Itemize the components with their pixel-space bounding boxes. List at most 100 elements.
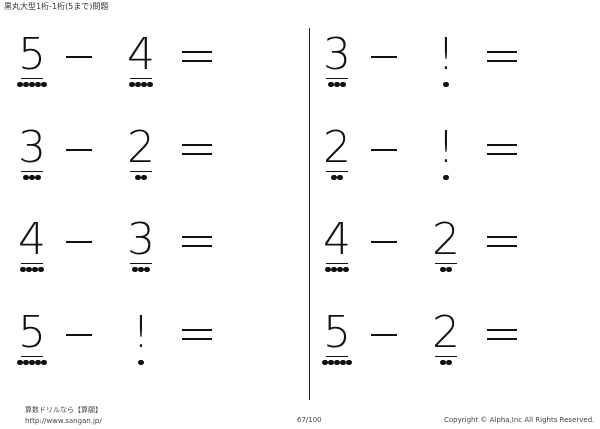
- equals-bar: [487, 60, 517, 62]
- counting-dot: [20, 267, 26, 273]
- equals-bar: [487, 153, 517, 155]
- equals-sign: [487, 139, 517, 159]
- digit-underline: [130, 171, 152, 172]
- counting-dots: [12, 175, 52, 183]
- minus-bar: [66, 149, 92, 151]
- footer-url[interactable]: http://www.sangan.jp/: [25, 417, 102, 425]
- page-title: 黒丸大型1桁-1桁(5まで)問題: [4, 2, 109, 11]
- minuend: 5: [12, 30, 52, 100]
- minuend-digit: 3: [323, 29, 351, 80]
- counting-dot: [440, 360, 446, 366]
- digit-underline: [21, 356, 43, 357]
- footer-site: 算数ドリルなら【算願】 http://www.sangan.jp/: [25, 405, 102, 427]
- counting-dot: [334, 360, 340, 366]
- column-divider: [309, 28, 310, 400]
- subtrahend: 2: [426, 308, 466, 378]
- counting-dot: [138, 267, 144, 273]
- counting-dot: [334, 82, 340, 88]
- digit-underline: [435, 263, 457, 264]
- equals-bar: [182, 144, 212, 146]
- counting-dot: [38, 267, 44, 273]
- counting-dot: [17, 360, 23, 366]
- equals-bar: [182, 338, 212, 340]
- counting-dot: [446, 267, 452, 273]
- counting-dots: [317, 267, 357, 275]
- subtrahend: 2: [121, 123, 161, 193]
- counting-dot: [41, 82, 47, 88]
- counting-dots: [121, 360, 161, 368]
- minus-sign: [369, 324, 399, 344]
- subtrahend: !: [426, 123, 466, 193]
- subtrahend-digit: !: [437, 122, 455, 173]
- equals-bar: [487, 51, 517, 53]
- minus-sign: [369, 46, 399, 66]
- minuend: 5: [12, 308, 52, 378]
- counting-dot: [346, 360, 352, 366]
- counting-dot: [322, 360, 328, 366]
- counting-dot: [343, 267, 349, 273]
- counting-dot: [32, 267, 38, 273]
- digit-underline: [435, 356, 457, 357]
- digit-underline: [326, 171, 348, 172]
- minus-bar: [371, 334, 397, 336]
- minus-bar: [371, 241, 397, 243]
- digit-underline: [130, 263, 152, 264]
- equals-sign: [182, 139, 212, 159]
- counting-dot: [443, 82, 449, 88]
- counting-dots: [121, 82, 161, 90]
- counting-dot: [135, 175, 141, 181]
- equals-sign: [182, 46, 212, 66]
- minuend: 4: [12, 215, 52, 285]
- subtrahend: 3: [121, 215, 161, 285]
- counting-dot: [340, 360, 346, 366]
- counting-dot: [328, 82, 334, 88]
- counting-dot: [340, 82, 346, 88]
- counting-dot: [29, 175, 35, 181]
- counting-dots: [426, 82, 466, 90]
- equals-sign: [182, 231, 212, 251]
- counting-dots: [317, 360, 357, 368]
- footer-site-name: 算数ドリルなら【算願】: [25, 406, 102, 414]
- counting-dot: [331, 267, 337, 273]
- equals-sign: [487, 324, 517, 344]
- minuend-digit: 4: [18, 214, 46, 265]
- subtrahend-digit: 2: [127, 122, 155, 173]
- minus-sign: [369, 139, 399, 159]
- copyright-notice: Copyright © Alpha,Inc All Rights Reserve…: [444, 416, 595, 424]
- counting-dot: [26, 267, 32, 273]
- counting-dot: [35, 82, 41, 88]
- subtrahend: !: [426, 30, 466, 100]
- counting-dot: [23, 82, 29, 88]
- digit-underline: [21, 171, 43, 172]
- subtrahend: !: [121, 308, 161, 378]
- minuend-digit: 3: [18, 122, 46, 173]
- counting-dots: [426, 267, 466, 275]
- counting-dot: [23, 360, 29, 366]
- equals-bar: [487, 236, 517, 238]
- minus-bar: [371, 149, 397, 151]
- equals-bar: [182, 153, 212, 155]
- counting-dots: [317, 175, 357, 183]
- counting-dots: [317, 82, 357, 90]
- minuend-digit: 5: [18, 29, 46, 80]
- counting-dot: [147, 82, 153, 88]
- equals-bar: [487, 338, 517, 340]
- minus-sign: [369, 231, 399, 251]
- minuend-digit: 4: [323, 214, 351, 265]
- counting-dot: [440, 267, 446, 273]
- equals-bar: [487, 329, 517, 331]
- counting-dot: [132, 267, 138, 273]
- counting-dot: [325, 267, 331, 273]
- minus-bar: [371, 56, 397, 58]
- minus-bar: [66, 334, 92, 336]
- counting-dot: [129, 82, 135, 88]
- equals-sign: [487, 231, 517, 251]
- equals-bar: [182, 329, 212, 331]
- counting-dot: [35, 360, 41, 366]
- minuend: 2: [317, 123, 357, 193]
- counting-dot: [331, 175, 337, 181]
- minuend: 3: [317, 30, 357, 100]
